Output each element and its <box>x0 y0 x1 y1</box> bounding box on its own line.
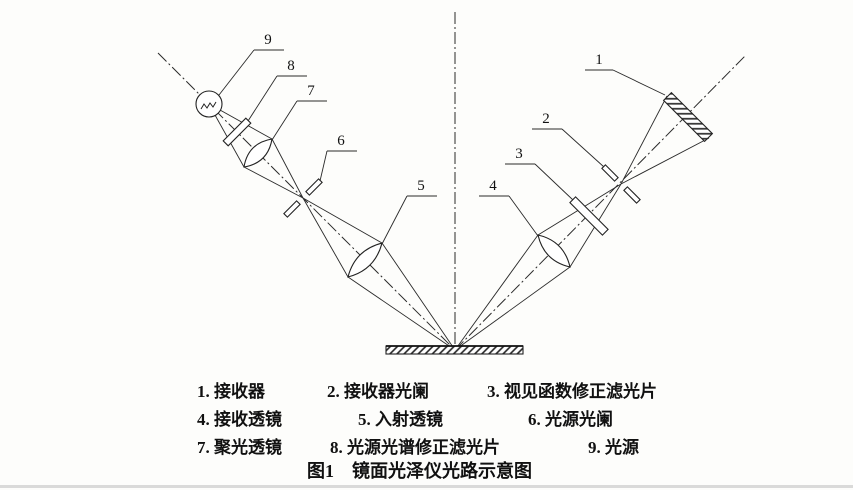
source-aperture-plate-upper <box>305 178 323 196</box>
ray <box>454 234 539 351</box>
callout-8: 8 <box>287 58 295 74</box>
sample-surface <box>385 345 524 355</box>
ray <box>620 95 668 185</box>
legend-item-1: 1. 接收器 <box>197 381 266 401</box>
receiver-aperture-plate-lower <box>623 186 641 204</box>
receiver-filter <box>569 196 609 236</box>
callout-7-leader <box>271 100 298 141</box>
callout-5: 5 <box>417 178 425 194</box>
callout-9-leader <box>218 49 255 96</box>
callout-8-leader <box>247 75 278 122</box>
receiver-aperture-plate-upper <box>601 164 619 182</box>
legend-item-6: 6. 光源光阑 <box>528 409 613 429</box>
callout-1-leader <box>612 69 666 96</box>
legend-item-7: 7. 聚光透镜 <box>197 437 282 457</box>
ray <box>243 166 304 199</box>
callout-9: 9 <box>264 32 272 48</box>
callout-6-leader <box>319 150 328 182</box>
callout-1: 1 <box>595 52 603 68</box>
callout-4: 4 <box>489 178 497 194</box>
legend-item-4: 4. 接收透镜 <box>197 409 282 429</box>
callout-6: 6 <box>337 133 345 149</box>
callout-2-leader <box>561 128 605 168</box>
incident-lens <box>347 242 383 278</box>
callout-3-leader <box>534 163 574 201</box>
ray <box>302 197 383 244</box>
filament-icon <box>200 101 217 110</box>
receiving-lens <box>537 234 571 268</box>
ray <box>454 266 571 351</box>
callout-5-leader <box>381 195 408 245</box>
ray <box>347 276 456 351</box>
receiver <box>662 91 714 143</box>
ray <box>302 197 349 278</box>
legend-item-9: 9. 光源 <box>588 437 639 457</box>
callout-3: 3 <box>515 146 523 162</box>
ray <box>381 242 456 351</box>
legend-item-8: 8. 光源光谱修正滤光片 <box>330 437 500 457</box>
condenser-lens <box>243 138 273 168</box>
ray <box>620 137 710 185</box>
callout-2: 2 <box>542 111 550 127</box>
legend-item-2: 2. 接收器光阑 <box>327 381 429 401</box>
figure-caption-number: 图1 <box>307 461 334 481</box>
legend-item-5: 5. 入射透镜 <box>358 409 443 429</box>
receiver-axis-line <box>454 55 746 351</box>
ray <box>271 138 304 199</box>
callout-4-leader <box>508 195 539 237</box>
scan-artifact <box>0 485 853 488</box>
figure-caption-title: 镜面光泽仪光路示意图 <box>352 460 532 481</box>
callout-7: 7 <box>307 83 315 99</box>
legend-item-3: 3. 视见函数修正滤光片 <box>487 381 657 401</box>
source-aperture-plate-lower <box>283 200 301 218</box>
